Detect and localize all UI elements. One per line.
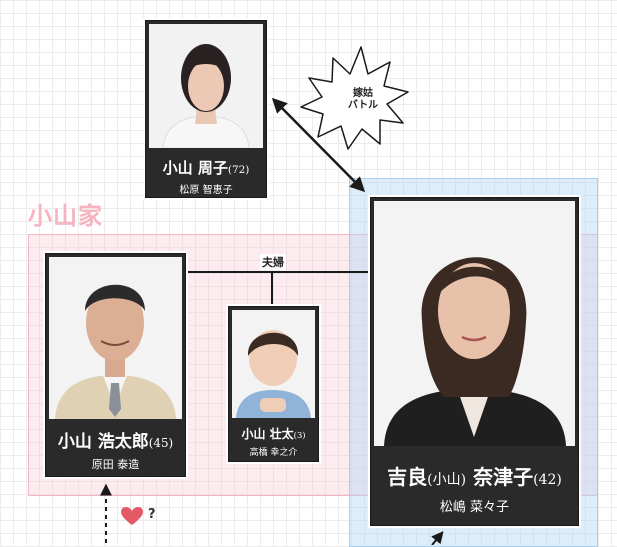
given-name: 壮太: [269, 427, 294, 441]
couple-label: 夫婦: [260, 254, 286, 270]
character-card-kotaro[interactable]: 小山 浩太郎(45) 原田 泰造: [45, 253, 186, 477]
conflict-arrow: [271, 97, 366, 193]
surname: 小山: [241, 427, 266, 441]
portrait-image: [149, 24, 263, 148]
family-label: 小山家: [28, 202, 103, 230]
given-name: 奈津子: [473, 465, 534, 489]
question-mark: ?: [148, 507, 156, 522]
surname: 吉良: [387, 465, 428, 489]
card-caption: 小山 浩太郎(45) 原田 泰造: [46, 419, 185, 476]
age: (72): [227, 164, 250, 176]
portrait-image: [232, 310, 315, 418]
heart-icon: [121, 507, 143, 525]
age: (3): [293, 430, 306, 440]
actor-name: 高橋 幸之介: [249, 448, 298, 458]
character-card-shuko[interactable]: 小山 周子(72) 松原 智恵子: [145, 20, 267, 198]
actor-name: 松嶋 菜々子: [439, 500, 510, 515]
character-card-sota[interactable]: 小山 壮太(3) 高橋 幸之介: [228, 306, 319, 462]
given-name: 周子: [197, 159, 228, 177]
character-card-natsuko[interactable]: 吉良(小山) 奈津子(42) 松嶋 菜々子: [370, 197, 579, 526]
actor-name: 松原 智恵子: [179, 185, 233, 196]
conflict-burst: [300, 46, 409, 150]
conflict-label: 嫁姑 バトル: [347, 88, 379, 111]
card-caption: 小山 壮太(3) 高橋 幸之介: [229, 419, 318, 461]
given-name: 浩太郎: [97, 432, 149, 452]
card-caption: 小山 周子(72) 松原 智恵子: [146, 151, 266, 197]
bottom-arrow: [431, 531, 444, 545]
surname: 小山: [57, 432, 92, 452]
actor-name: 原田 泰造: [91, 458, 140, 471]
age: (42): [533, 472, 562, 488]
portrait-image: [374, 201, 575, 446]
card-caption: 吉良(小山) 奈津子(42) 松嶋 菜々子: [371, 449, 578, 525]
surname: 小山: [162, 159, 193, 177]
age: (45): [148, 436, 174, 450]
maiden-name: (小山): [427, 472, 467, 488]
portrait-image: [49, 257, 182, 419]
